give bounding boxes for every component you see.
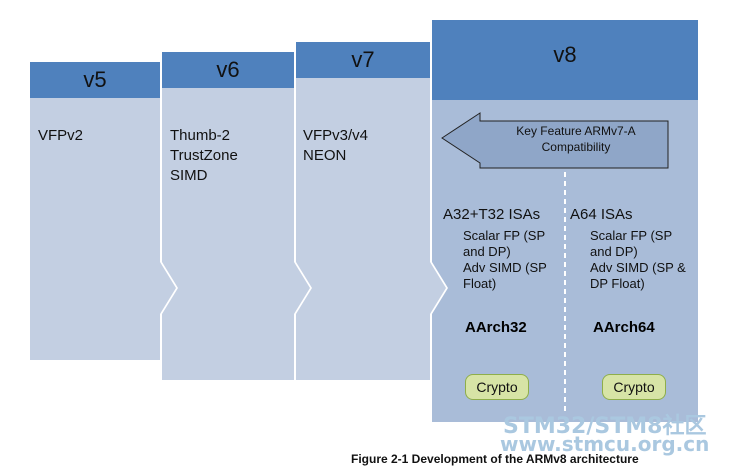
aarch32-label: AArch32 xyxy=(465,319,527,336)
v5-features: VFPv2 xyxy=(38,127,84,144)
figure-caption: Figure 2-1 Development of the ARMv8 arch… xyxy=(351,452,639,466)
key-feature-text: Key Feature ARMv7-A Compatibility xyxy=(516,124,636,154)
key-feature-arrow xyxy=(441,112,669,169)
aarch32-crypto-badge: Crypto xyxy=(465,374,529,400)
v5-column-header xyxy=(30,62,160,98)
v6-features: Thumb-2 TrustZone SIMD xyxy=(170,127,238,184)
v8-column-body xyxy=(432,100,698,422)
v6-header-label: v6 xyxy=(216,57,240,82)
aarch64-isa-details: Scalar FP (SP and DP) Adv SIMD (SP & DP … xyxy=(590,228,686,291)
v8-column-header xyxy=(432,20,698,100)
aarch64-isa-title: A64 ISAs xyxy=(570,206,633,223)
v7-header-label: v7 xyxy=(351,47,375,72)
aarch32-isa-title: A32+T32 ISAs xyxy=(443,206,541,223)
v8-header-label: v8 xyxy=(553,42,577,67)
aarch32-isa-details: Scalar FP (SP and DP) Adv SIMD (SP Float… xyxy=(463,228,547,291)
v5-header-label: v5 xyxy=(83,67,107,92)
aarch64-crypto-badge: Crypto xyxy=(602,374,666,400)
v7-features: VFPv3/v4 NEON xyxy=(303,127,369,164)
v7-column-body xyxy=(296,70,446,380)
v5-column-body xyxy=(30,90,176,360)
watermark-line1: STM32/STM8社区 xyxy=(503,414,707,439)
v6-column-header xyxy=(162,52,294,88)
v6-column-body xyxy=(162,80,310,380)
watermark-line2: www.stmcu.org.cn xyxy=(500,432,710,456)
v7-column-header xyxy=(296,42,430,78)
aarch64-label: AArch64 xyxy=(593,319,655,336)
